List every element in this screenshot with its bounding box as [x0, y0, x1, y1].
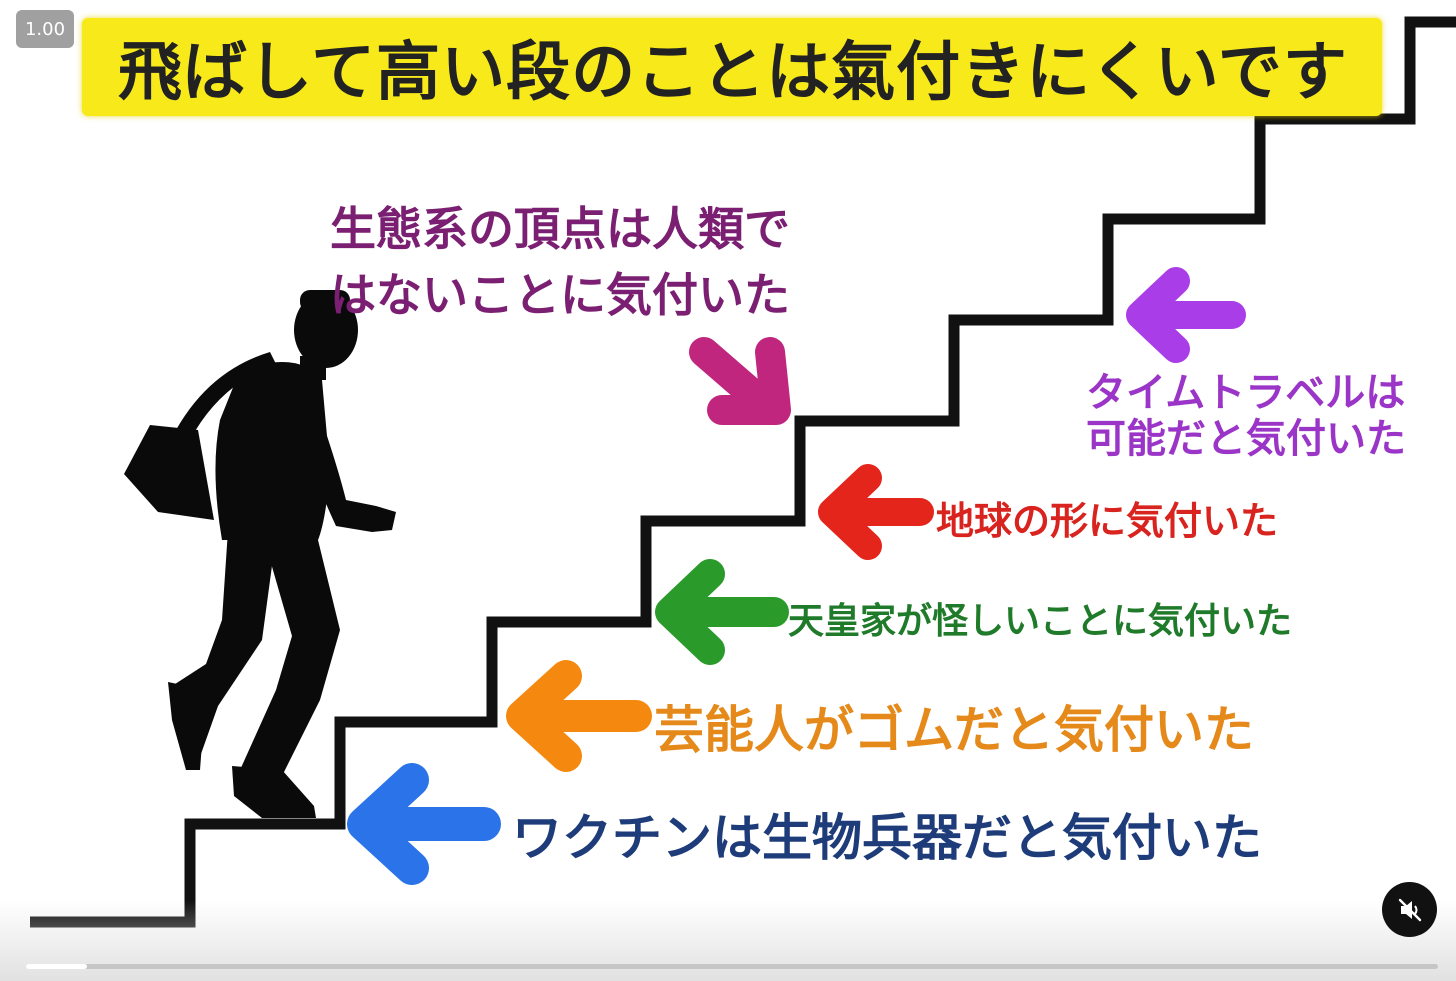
ecosystem-arrow-icon — [704, 352, 776, 410]
progress-fill — [26, 964, 87, 969]
caption-time-travel: タイムトラベルは可能だと気付いた — [1086, 370, 1416, 462]
caption-ecosystem: 生態系の頂点は人類ではないことに気付いた — [330, 196, 810, 328]
playback-speed-badge[interactable]: 1.00 — [16, 10, 74, 48]
vaccine-arrow-icon — [364, 780, 484, 868]
person-climbing-stairs-silhouette — [124, 290, 396, 818]
speaker-muted-icon — [1397, 897, 1423, 923]
celebrity-arrow-icon — [522, 676, 636, 756]
earth-arrow-icon — [832, 478, 920, 546]
caption-celebrity: 芸能人がゴムだと気付いた — [654, 690, 1254, 762]
caption-earth: 地球の形に気付いた — [936, 490, 1278, 545]
mute-button[interactable] — [1382, 882, 1437, 937]
title-banner: 飛ばして高い段のことは氣付きにくいです — [82, 18, 1382, 116]
progress-bar[interactable] — [26, 964, 1438, 969]
caption-vaccine: ワクチンは生物兵器だと気付いた — [512, 798, 1262, 870]
imperial-arrow-icon — [670, 574, 774, 650]
time-travel-arrow-icon — [1140, 281, 1232, 349]
slide-title: 飛ばして高い段のことは氣付きにくいです — [118, 21, 1348, 113]
caption-imperial: 天皇家が怪しいことに気付いた — [788, 592, 1292, 644]
